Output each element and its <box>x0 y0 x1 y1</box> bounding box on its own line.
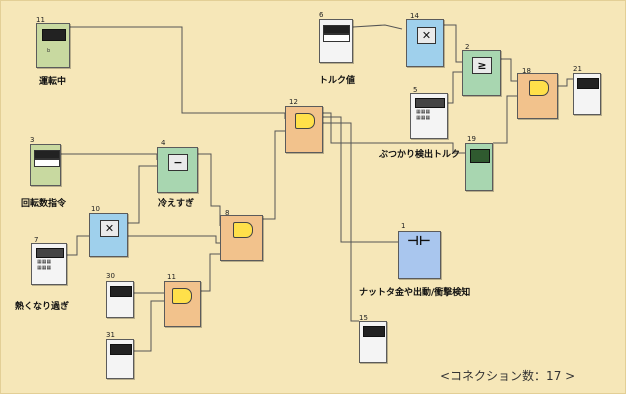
label-running: 運転中 <box>39 77 67 87</box>
block-stall-torque[interactable]: ▦▦▦ ▦▦▦ <box>410 93 448 139</box>
block-output-21[interactable] <box>573 73 601 115</box>
block-speed-command[interactable] <box>30 144 61 186</box>
block-output-15[interactable] <box>359 321 387 363</box>
block-and-11[interactable] <box>164 281 201 327</box>
block-multiply-10[interactable]: ✕ <box>89 213 128 257</box>
connection-count-status: <コネクション数：17 > <box>440 369 576 383</box>
block-torque[interactable] <box>319 19 353 63</box>
block-overtemp[interactable]: − <box>157 147 198 193</box>
block-const-31[interactable] <box>106 339 134 379</box>
block-contact-output[interactable]: ⊣⊢ <box>398 231 441 279</box>
label-overtemp: 冷えすぎ <box>158 199 195 209</box>
block-and-12[interactable] <box>285 106 323 153</box>
block-and-18[interactable] <box>517 73 558 119</box>
label-knock-output: ナットタ金や出動/衝撃検知 <box>359 288 471 298</box>
label-heatup: 熱くなり過ぎ <box>15 302 70 312</box>
label-speed-command: 回転数指令 <box>21 199 67 209</box>
block-19[interactable] <box>465 143 493 191</box>
label-torque: トルク値 <box>319 76 356 86</box>
block-running[interactable]: b <box>36 23 70 68</box>
block-const-30[interactable] <box>106 281 134 318</box>
block-and-8[interactable] <box>220 215 263 261</box>
label-stall-torque: ぶつかり検出トルク <box>379 150 461 160</box>
block-multiply-14[interactable]: ✕ <box>406 19 444 67</box>
block-heatup[interactable]: ▦▦▦ ▦▦▦ <box>31 243 67 285</box>
block-compare-2[interactable]: ≥ <box>462 50 501 96</box>
